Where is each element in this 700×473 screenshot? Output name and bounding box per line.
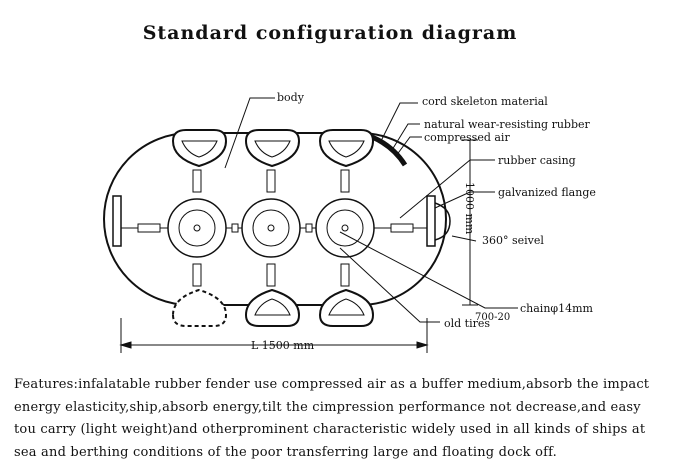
left-flange xyxy=(112,195,122,247)
label-chain: chainφ14mm xyxy=(520,302,594,315)
bottom-tires xyxy=(171,288,375,327)
length-dimension xyxy=(119,318,429,353)
label-galvanized-flange: galvanized flange xyxy=(498,186,596,199)
label-height: 1000 mm xyxy=(463,182,476,235)
features-line: energy elasticity,ship,absorb energy,til… xyxy=(14,399,641,415)
label-compressed-air: compressed air xyxy=(424,131,510,144)
height-dimension xyxy=(462,139,478,306)
features-line: tou carry (light weight)and otherpromine… xyxy=(14,422,646,437)
label-old-tires: old tires xyxy=(444,317,490,330)
swivel-shackle xyxy=(434,202,451,241)
label-swivel: 360° seivel xyxy=(482,234,544,247)
tire-middle xyxy=(241,198,301,258)
label-length: L 1500 mm xyxy=(251,339,315,352)
features-line: sea and berthing conditions of the poor … xyxy=(14,444,558,460)
label-natural-rubber: natural wear-resisting rubber xyxy=(424,118,591,131)
label-body: body xyxy=(277,91,305,104)
label-tire-size: 700-20 xyxy=(475,312,510,323)
chain-links xyxy=(137,169,414,287)
label-rubber-casing: rubber casing xyxy=(498,154,576,167)
features-line: Features:infalatable rubber fender use c… xyxy=(14,377,650,392)
top-tires xyxy=(171,129,375,168)
diagram-title: Standard configuration diagram xyxy=(142,22,518,44)
tire-right xyxy=(315,198,375,258)
tire-left xyxy=(167,198,227,258)
label-cord-skeleton: cord skeleton material xyxy=(422,95,548,108)
right-flange xyxy=(426,195,436,247)
fender-diagram: body cord skeleton material natural wear… xyxy=(103,91,596,353)
leader-lines xyxy=(224,97,518,323)
cord-skeleton-hatch xyxy=(370,134,408,167)
features-paragraph: Features:infalatable rubber fender use c… xyxy=(14,374,690,464)
